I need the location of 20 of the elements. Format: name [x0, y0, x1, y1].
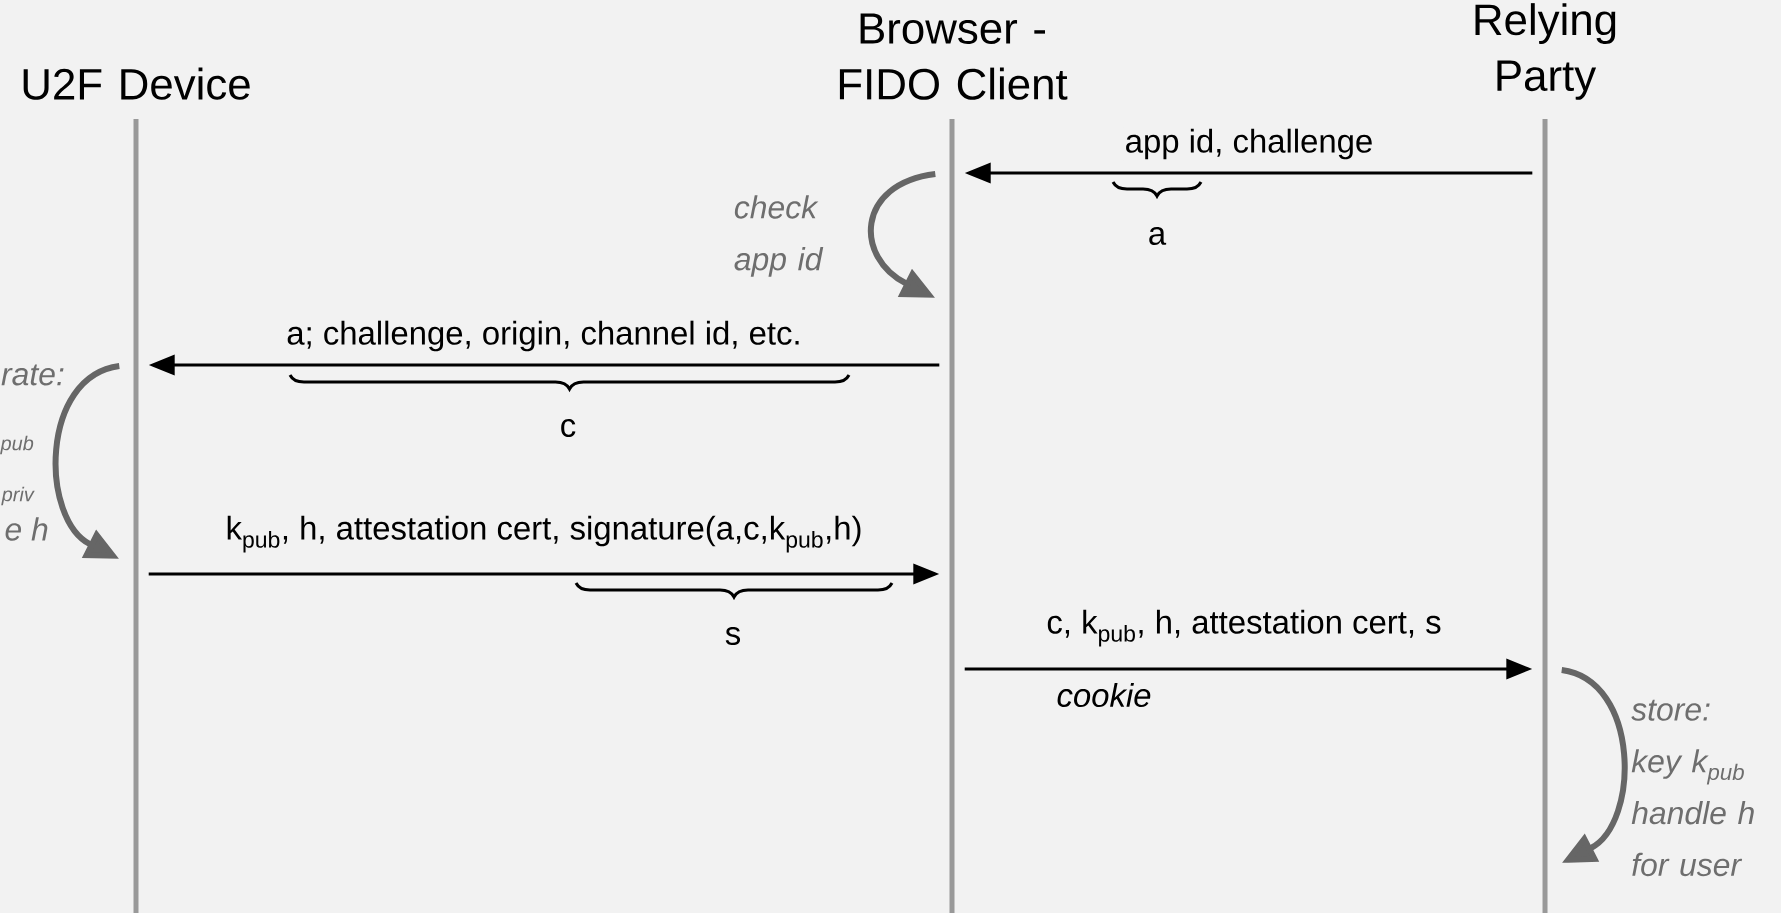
loop-arrow: [1560, 667, 1628, 863]
edge-label: k$_{pub}$, h, attestation cert, signature(a,c,k$_{pub}$,h): [224, 514, 864, 554]
edge-label: store: key k$_{pub}$ handle h for user: [1631, 699, 1754, 877]
loop-arrow: [52, 363, 121, 559]
participant-label: Browser - FIDO Client: [839, 13, 1068, 100]
edge-label: a; challenge, origin, channel id, etc.: [285, 319, 803, 353]
brace-label: a: [1149, 227, 1167, 245]
note-text: pub: [0, 435, 34, 455]
brace-label: c: [561, 419, 576, 437]
edge-label: c, k$_{pub}$, h, attestation cert, s: [1045, 608, 1443, 648]
note-text: priv: [1, 486, 35, 506]
note-text: rate:: [1, 364, 64, 386]
loop-arrow: [868, 171, 936, 298]
note-text: e h: [5, 517, 48, 541]
participant-label: Relying Party: [1475, 3, 1616, 100]
participant-label: U2F Device: [23, 67, 250, 100]
brace-label: s: [725, 627, 741, 645]
edge-label: check app id: [734, 195, 824, 277]
edge-label: app id, challenge: [1123, 127, 1375, 161]
note-text: cookie: [1057, 682, 1151, 708]
